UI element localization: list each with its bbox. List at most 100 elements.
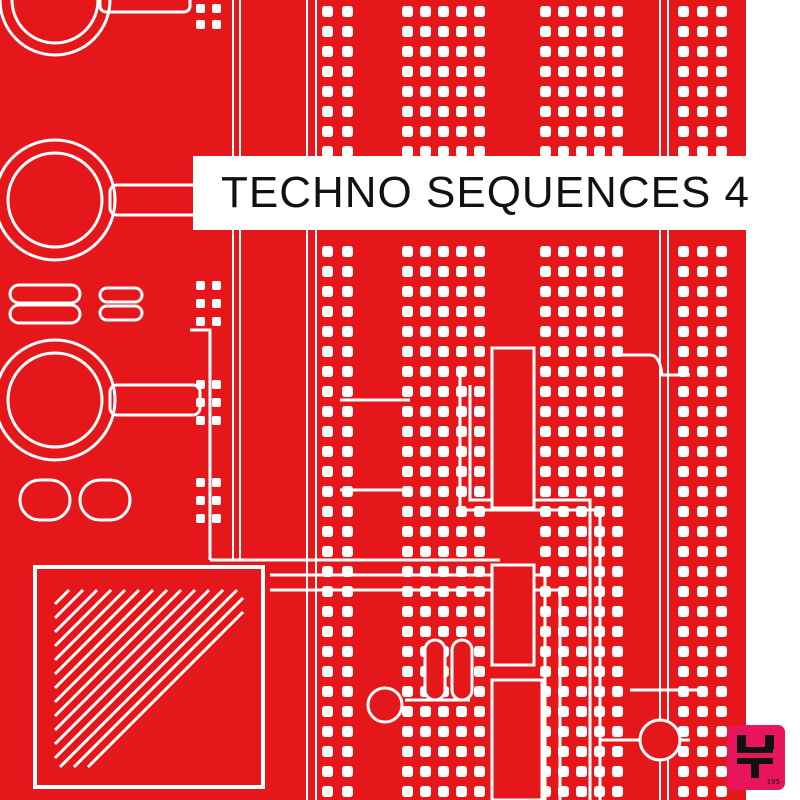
breadboard-pad — [438, 786, 449, 797]
breadboard-pad — [438, 426, 449, 437]
breadboard-pad — [678, 326, 689, 337]
breadboard-pad — [342, 266, 353, 277]
breadboard-pad — [342, 106, 353, 117]
breadboard-pad — [438, 286, 449, 297]
breadboard-pad — [558, 306, 569, 317]
breadboard-pad — [342, 606, 353, 617]
breadboard-pad — [576, 306, 587, 317]
breadboard-pad — [678, 486, 689, 497]
breadboard-pad — [576, 726, 587, 737]
breadboard-pad — [540, 306, 551, 317]
breadboard-pad — [697, 666, 708, 677]
breadboard-pad — [540, 106, 551, 117]
breadboard-pad — [322, 106, 333, 117]
breadboard-pad — [576, 446, 587, 457]
breadboard-pad — [420, 6, 431, 17]
breadboard-pad — [342, 766, 353, 777]
breadboard-pad — [402, 746, 413, 757]
breadboard-pad — [322, 546, 333, 557]
breadboard-pad — [342, 86, 353, 97]
breadboard-pad — [474, 466, 485, 477]
breadboard-pad — [612, 66, 623, 77]
breadboard-pad — [716, 466, 727, 477]
hatch-line — [53, 588, 71, 606]
hatch-line — [53, 588, 183, 718]
breadboard-pad — [716, 426, 727, 437]
breadboard-pad — [697, 546, 708, 557]
breadboard-pad — [716, 106, 727, 117]
breadboard-pad — [474, 726, 485, 737]
breadboard-pad — [474, 606, 485, 617]
breadboard-pad — [402, 706, 413, 717]
breadboard-pad — [558, 446, 569, 457]
breadboard-pad — [576, 686, 587, 697]
breadboard-pad — [420, 326, 431, 337]
hatch-line — [53, 588, 141, 676]
breadboard-pad — [342, 746, 353, 757]
breadboard-pad — [322, 686, 333, 697]
breadboard-pad — [438, 266, 449, 277]
breadboard-pad — [697, 286, 708, 297]
breadboard-pad — [716, 126, 727, 137]
breadboard-pad — [697, 786, 708, 797]
breadboard-pad — [576, 66, 587, 77]
breadboard-pad — [540, 6, 551, 17]
breadboard-pad — [438, 706, 449, 717]
hatch-line — [53, 588, 85, 620]
breadboard-pad — [342, 686, 353, 697]
breadboard-pad — [438, 626, 449, 637]
breadboard-pad — [402, 366, 413, 377]
breadboard-pad — [558, 26, 569, 37]
breadboard-pad — [594, 66, 605, 77]
breadboard-pad — [456, 546, 467, 557]
breadboard-pad — [342, 706, 353, 717]
breadboard-pad — [322, 286, 333, 297]
breadboard-pad — [612, 126, 623, 137]
breadboard-pad — [456, 606, 467, 617]
breadboard-pad — [342, 46, 353, 57]
breadboard-pad — [420, 766, 431, 777]
breadboard-pad — [438, 366, 449, 377]
breadboard-pad — [612, 586, 623, 597]
breadboard-pad — [558, 406, 569, 417]
breadboard-pad — [716, 146, 727, 157]
breadboard-pad — [716, 786, 727, 797]
breadboard-pad — [697, 526, 708, 537]
breadboard-pad — [322, 266, 333, 277]
breadboard-pad — [558, 126, 569, 137]
breadboard-pad — [576, 466, 587, 477]
breadboard-pad — [612, 646, 623, 657]
breadboard-pad — [612, 546, 623, 557]
breadboard-pad — [420, 446, 431, 457]
breadboard-pad — [420, 66, 431, 77]
breadboard-pad — [716, 6, 727, 17]
breadboard-pad — [716, 46, 727, 57]
breadboard-pad — [474, 486, 485, 497]
breadboard-pad — [438, 146, 449, 157]
breadboard-pad — [456, 766, 467, 777]
breadboard-pad — [678, 566, 689, 577]
breadboard-pad — [438, 306, 449, 317]
breadboard-pad — [540, 266, 551, 277]
breadboard-pad — [576, 106, 587, 117]
breadboard-pad — [322, 666, 333, 677]
breadboard-pad — [716, 286, 727, 297]
breadboard-pad — [420, 546, 431, 557]
breadboard-pad — [322, 626, 333, 637]
breadboard-pad — [678, 346, 689, 357]
breadboard-pad — [612, 386, 623, 397]
breadboard-pad — [474, 46, 485, 57]
breadboard-pad — [402, 86, 413, 97]
breadboard-pad — [474, 246, 485, 257]
breadboard-pad — [540, 246, 551, 257]
breadboard-pad — [456, 326, 467, 337]
hatch-line — [53, 588, 225, 760]
breadboard-pad — [576, 286, 587, 297]
breadboard-pad — [697, 6, 708, 17]
breadboard-pad — [474, 446, 485, 457]
breadboard-pad — [342, 466, 353, 477]
breadboard-pad — [474, 306, 485, 317]
breadboard-pad — [697, 446, 708, 457]
transformer-block — [33, 565, 265, 789]
breadboard-pad — [474, 526, 485, 537]
